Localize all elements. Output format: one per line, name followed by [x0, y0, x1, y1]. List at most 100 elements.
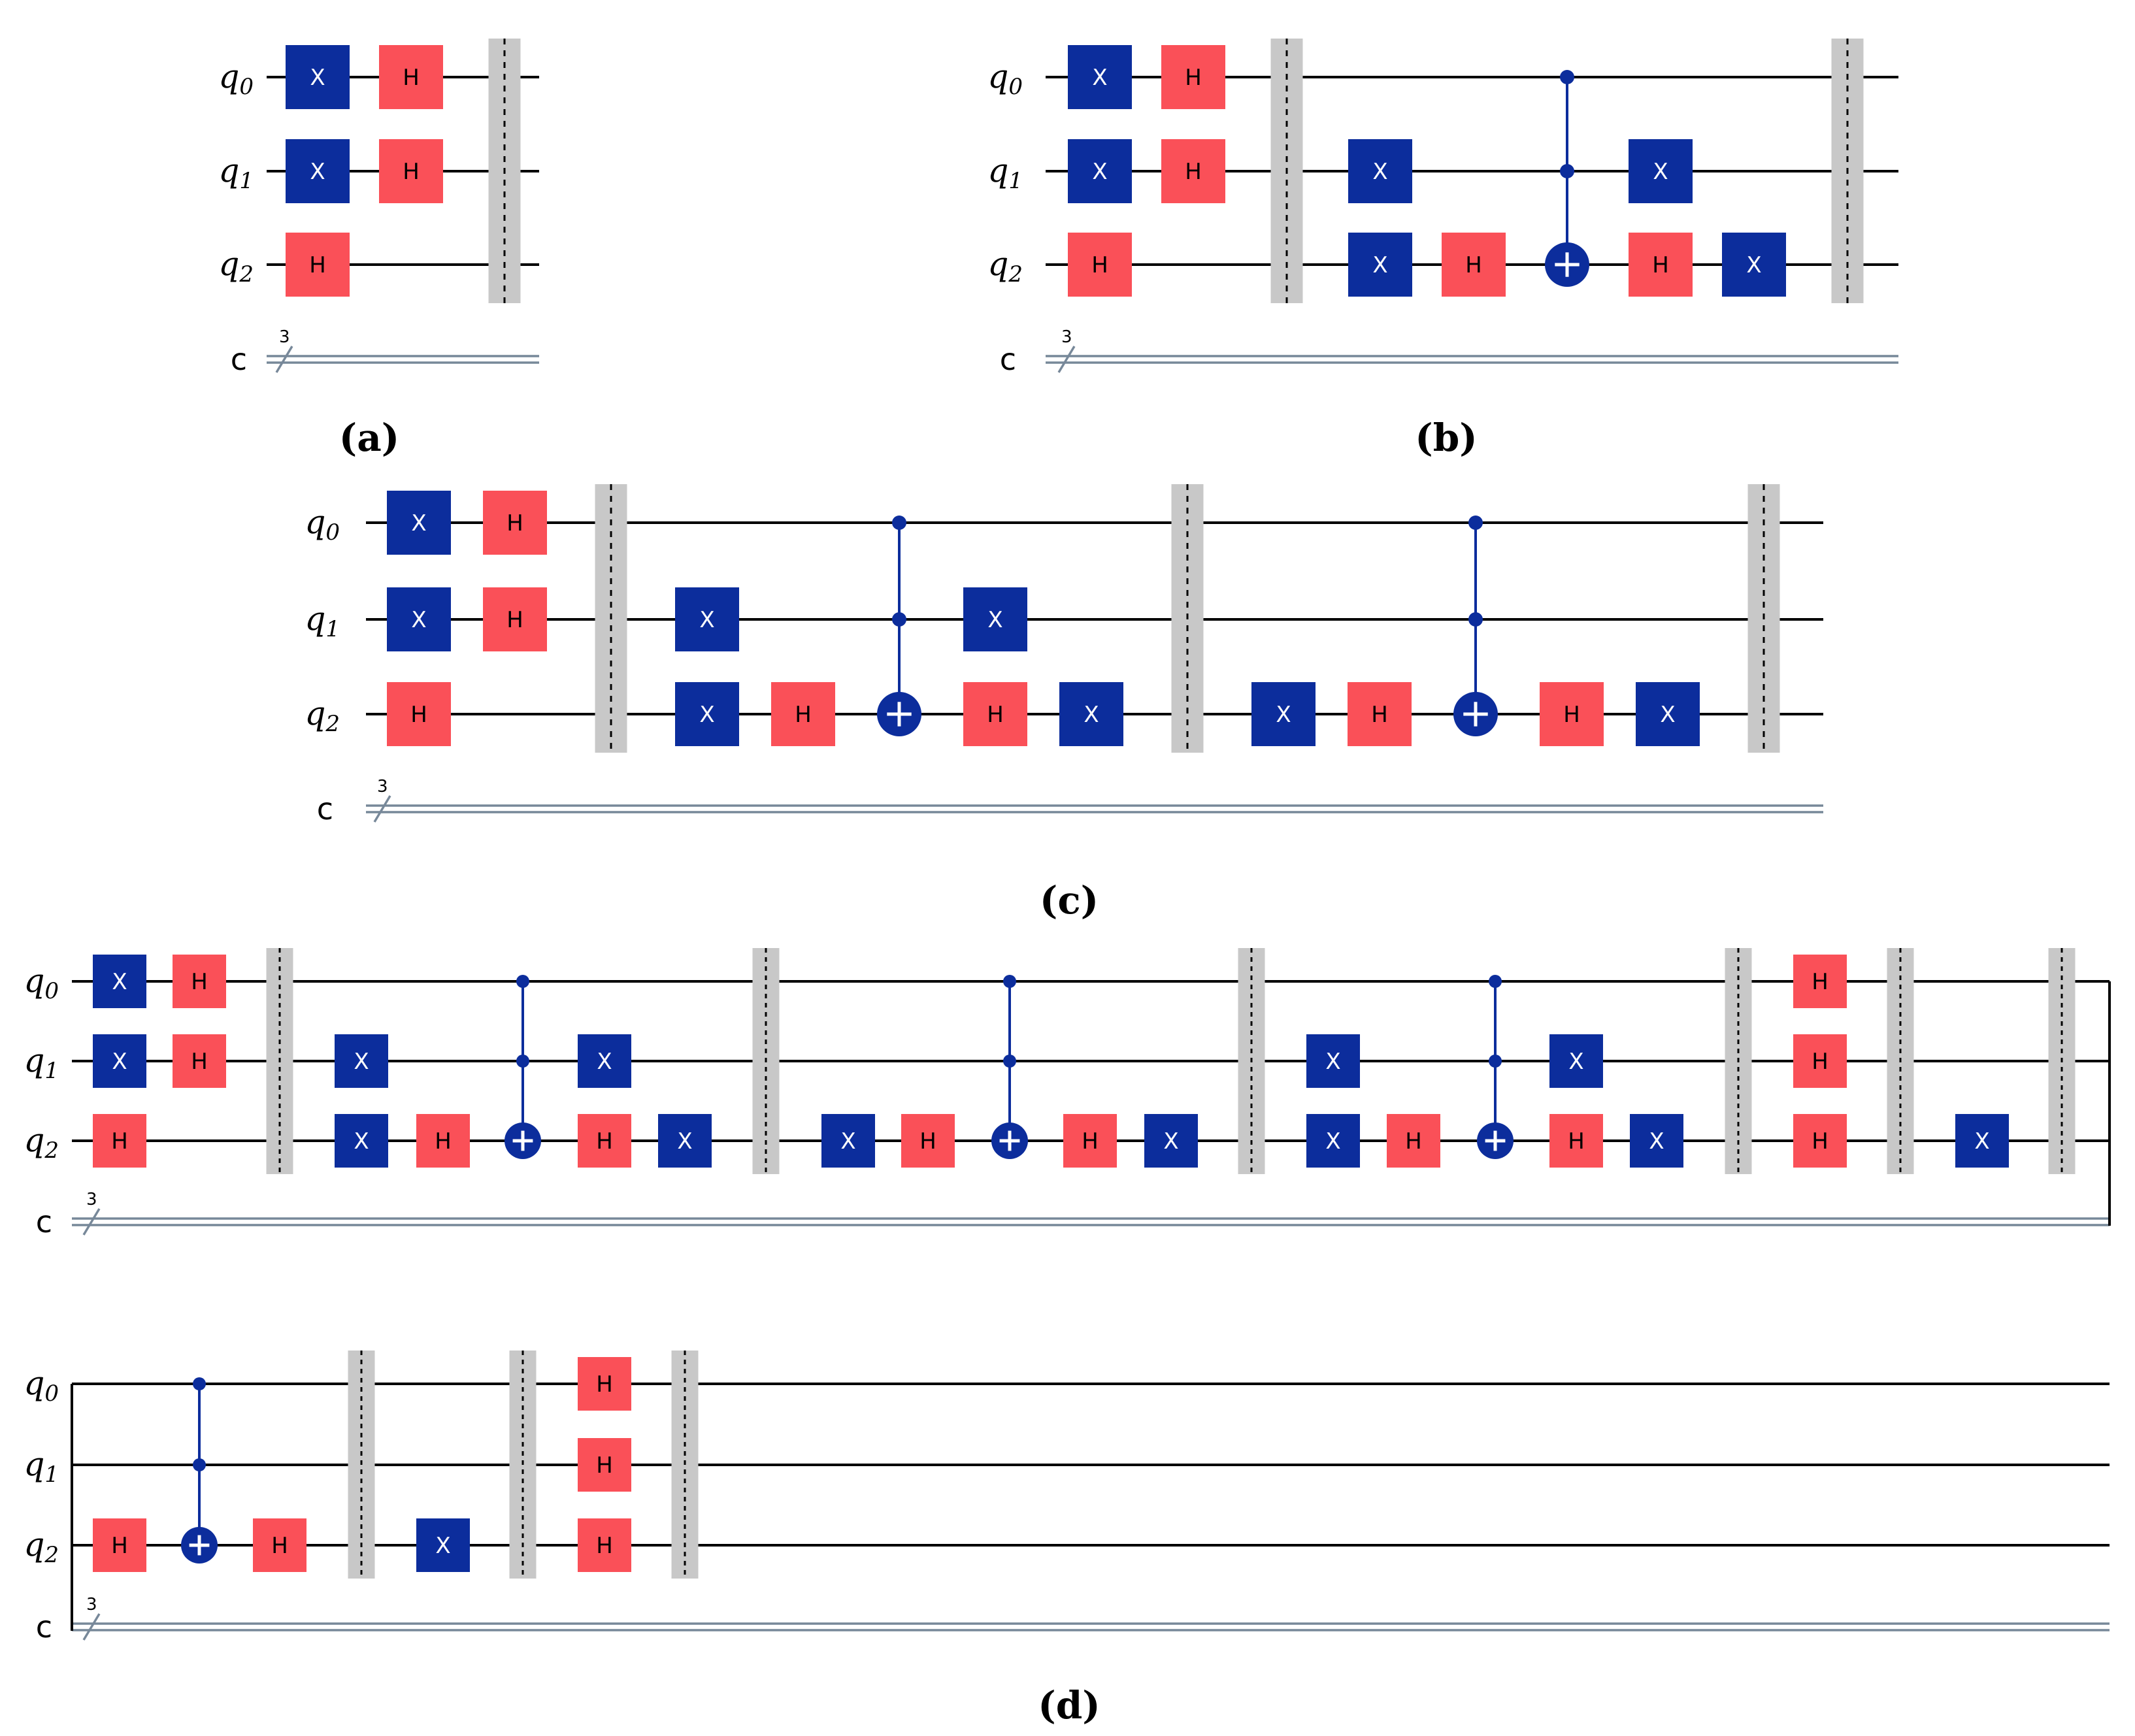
control-dot: [1560, 70, 1574, 84]
h-gate: [1348, 682, 1412, 746]
classical-bundle-slash: [275, 346, 293, 373]
qubit-label: q1: [305, 600, 340, 642]
classical-bundle-slash: [82, 1613, 101, 1641]
control-dot: [516, 975, 529, 988]
h-gate-label: H: [919, 1128, 936, 1155]
classical-register-label: c: [1000, 342, 1016, 377]
h-gate: [578, 1518, 631, 1572]
classical-bundle-slash: [1057, 346, 1076, 373]
x-gate-label: X: [310, 65, 325, 91]
panel-c: (c): [1040, 878, 1099, 923]
classical-width-label: 3: [86, 1595, 97, 1614]
h-gate-label: H: [410, 702, 427, 728]
panel-caption: (a): [339, 416, 399, 460]
classical-width-label: 3: [377, 777, 388, 796]
x-gate: [1059, 682, 1123, 746]
h-gate-label: H: [1812, 1049, 1829, 1075]
h-gate-label: H: [1812, 969, 1829, 995]
h-gate-label: H: [403, 159, 420, 185]
x-gate: [1722, 233, 1786, 297]
x-gate-label: X: [1325, 1128, 1340, 1155]
x-gate: [1955, 1114, 2009, 1168]
panel-b: (b): [1415, 416, 1477, 460]
h-gate-label: H: [1652, 252, 1669, 278]
h-gate-label: H: [1568, 1128, 1585, 1155]
classical-width-label: 3: [279, 327, 290, 347]
x-gate-label: X: [411, 510, 426, 536]
qubit-index: 2: [239, 261, 254, 287]
control-dot: [1003, 1055, 1016, 1068]
h-gate: [483, 587, 547, 651]
h-gate: [578, 1438, 631, 1492]
x-gate-label: X: [1660, 702, 1675, 728]
control-dot: [1468, 612, 1483, 627]
x-gate-label: X: [1276, 702, 1291, 728]
x-gate: [1629, 139, 1693, 203]
h-gate: [379, 139, 443, 203]
qubit-label: q1: [218, 152, 254, 194]
h-gate-label: H: [111, 1533, 128, 1559]
classical-width-label: 3: [1061, 327, 1072, 347]
qubit-label: q0: [987, 57, 1023, 100]
qubit-index: 2: [44, 1542, 59, 1568]
control-dot: [1489, 1055, 1502, 1068]
h-gate-label: H: [1082, 1128, 1099, 1155]
x-gate: [416, 1518, 470, 1572]
classical-register-label: c: [36, 1204, 52, 1239]
x-gate: [93, 955, 146, 1008]
qubit-label: q2: [24, 1121, 59, 1164]
h-gate-label: H: [987, 702, 1004, 728]
panel-caption: (d): [1038, 1683, 1100, 1728]
control-dot: [1489, 975, 1502, 988]
h-gate-label: H: [1371, 702, 1388, 728]
x-gate: [335, 1114, 388, 1168]
x-gate-label: X: [699, 607, 714, 633]
control-dot: [892, 612, 906, 627]
x-gate-label: X: [1568, 1049, 1583, 1075]
qubit-label: q0: [24, 1364, 59, 1407]
qubit-index: 0: [44, 978, 59, 1004]
h-gate-label: H: [795, 702, 812, 728]
x-gate: [1068, 139, 1132, 203]
h-gate: [1793, 955, 1847, 1008]
h-gate: [1793, 1034, 1847, 1088]
qubit-label: q1: [24, 1041, 59, 1084]
control-dot: [892, 516, 906, 530]
h-gate-label: H: [111, 1128, 128, 1155]
x-gate: [1636, 682, 1700, 746]
x-gate: [387, 587, 451, 651]
qubit-index: 0: [1008, 74, 1023, 100]
x-gate: [93, 1034, 146, 1088]
x-gate: [1068, 45, 1132, 109]
x-gate: [1549, 1034, 1603, 1088]
h-gate-label: H: [309, 252, 326, 278]
x-gate-label: X: [1372, 252, 1387, 278]
control-dot: [193, 1377, 206, 1390]
x-gate: [1144, 1114, 1198, 1168]
h-gate: [387, 682, 451, 746]
x-gate: [658, 1114, 712, 1168]
h-gate-label: H: [596, 1533, 613, 1559]
h-gate-label: H: [1185, 65, 1202, 91]
h-gate: [173, 1034, 226, 1088]
control-dot: [516, 1055, 529, 1068]
h-gate: [1629, 233, 1693, 297]
x-gate-label: X: [354, 1049, 369, 1075]
qubit-index: 0: [325, 519, 340, 546]
x-gate: [1306, 1034, 1360, 1088]
classical-register-label: c: [317, 791, 333, 827]
h-gate: [771, 682, 835, 746]
qubit-index: 1: [44, 1462, 59, 1488]
h-gate-label: H: [1091, 252, 1108, 278]
h-gate: [379, 45, 443, 109]
x-gate: [1251, 682, 1316, 746]
h-gate-label: H: [1812, 1128, 1829, 1155]
control-dot: [1468, 516, 1483, 530]
h-gate: [1068, 233, 1132, 297]
h-gate-label: H: [1405, 1128, 1422, 1155]
h-gate: [1442, 233, 1506, 297]
